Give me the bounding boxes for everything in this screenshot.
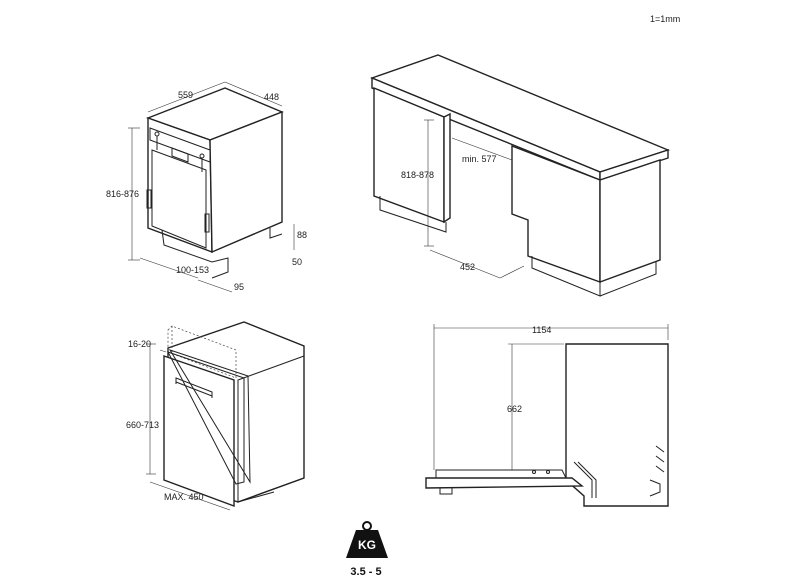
front-max-width-label: MAX. 450: [164, 492, 204, 502]
front-panel-view: [146, 321, 305, 511]
front-height-label: 660-713: [126, 420, 159, 430]
iso-width-label: 559: [178, 90, 193, 100]
side-height-label: 662: [507, 404, 522, 414]
weight-value-label: 3.5 - 5: [350, 566, 381, 578]
weight-badge-label: KG: [358, 538, 376, 552]
iso-plinth-depth-label: 50: [292, 257, 302, 267]
scale-note: 1=1mm: [650, 14, 680, 24]
iso-offset-label: 100-153: [176, 265, 209, 275]
side-section-view: [425, 324, 669, 507]
cabinet-view: [370, 54, 671, 297]
iso-feet-label: 95: [234, 282, 244, 292]
front-panel-thickness-label: 16-20: [128, 339, 151, 349]
iso-dishwasher-view: [128, 81, 295, 293]
cabinet-height-label: 818-878: [401, 170, 434, 180]
cabinet-depth-label: 452: [460, 262, 475, 272]
side-length-label: 1154: [532, 325, 551, 335]
iso-plinth-height-label: 88: [297, 230, 307, 240]
iso-depth-label: 448: [264, 92, 279, 102]
iso-height-label: 816-876: [106, 189, 139, 199]
cabinet-min-width-label: min. 577: [462, 154, 497, 164]
weight-icon: [346, 521, 388, 558]
